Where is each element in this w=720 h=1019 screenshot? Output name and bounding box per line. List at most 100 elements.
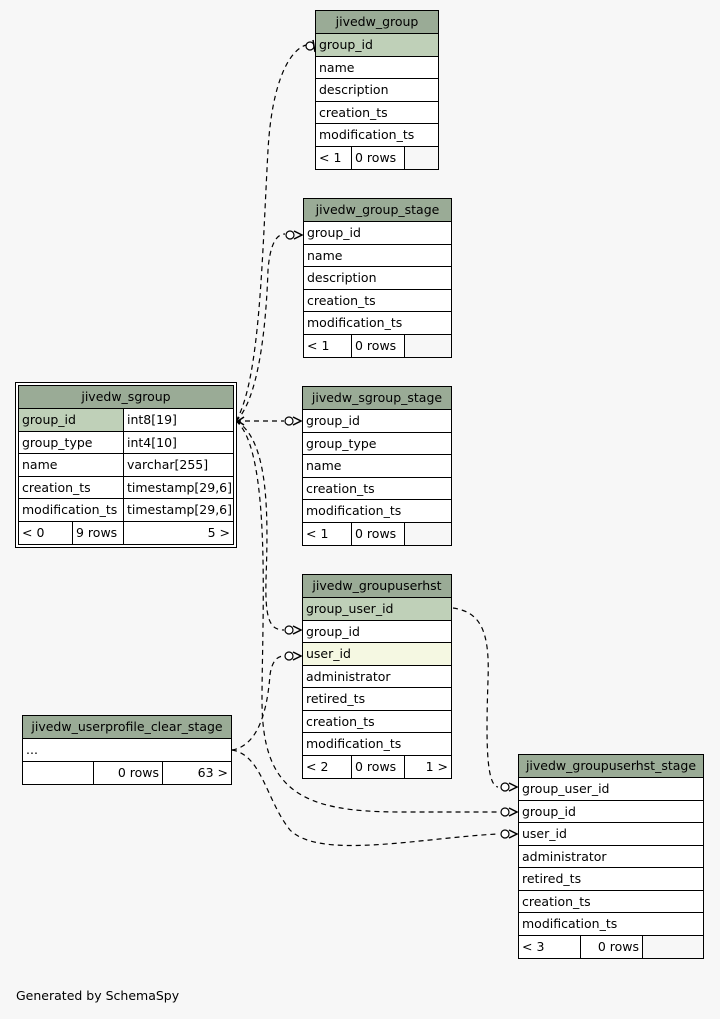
column-type: timestamp[29,6] <box>127 479 233 495</box>
crowfoot-marker <box>292 416 303 426</box>
edge-userprofile-groupuserhst <box>231 655 285 751</box>
column-row[interactable]: creation_ts <box>304 290 451 312</box>
child-count <box>405 334 451 357</box>
parent-count: < 3 <box>519 935 581 958</box>
parent-count: < 1 <box>304 334 352 357</box>
table-footer: < 1 0 rows <box>303 522 451 545</box>
crowfoot-marker <box>508 782 519 792</box>
column-row[interactable]: group_id <box>303 410 451 433</box>
column-row[interactable]: group_type int4[10] <box>19 431 233 454</box>
column-name: group_id <box>19 409 124 431</box>
table-jivedw-sgroup-stage[interactable]: jivedw_sgroup_stage group_id group_type … <box>302 386 452 546</box>
column-row[interactable]: group_id <box>303 621 451 643</box>
column-row[interactable]: creation_ts timestamp[29,6] <box>19 476 233 499</box>
column-row[interactable]: modification_ts <box>304 312 451 335</box>
column-row[interactable]: administrator <box>303 666 451 688</box>
parent-count: < 2 <box>303 755 352 778</box>
column-row[interactable]: group_user_id <box>303 598 451 621</box>
column-row[interactable]: retired_ts <box>519 868 703 891</box>
row-count: 0 rows <box>352 334 405 357</box>
column-row[interactable]: name <box>304 245 451 267</box>
edge-sgroup-group <box>235 44 307 422</box>
arrow-origin <box>236 416 245 426</box>
column-row[interactable]: modification_ts <box>316 124 438 147</box>
column-row[interactable]: creation_ts <box>519 891 703 913</box>
table-title[interactable]: jivedw_group_stage <box>304 199 451 222</box>
edge-sgroup-groupuserhst-stage <box>235 420 498 813</box>
column-row[interactable]: group_id int8[19] <box>19 409 233 432</box>
column-name: name <box>19 454 124 476</box>
column-row[interactable]: modification_ts <box>519 913 703 936</box>
column-type: int4[10] <box>127 434 177 450</box>
edge-sgroup-groupuserhst <box>235 420 285 631</box>
edge-end-circle <box>500 829 510 839</box>
row-count: 0 rows <box>94 761 163 784</box>
column-row[interactable]: group_id <box>304 222 451 245</box>
column-row[interactable]: description <box>316 79 438 102</box>
column-row[interactable]: creation_ts <box>316 102 438 124</box>
column-type: int8[19] <box>124 409 233 431</box>
edge-groupuserhst-groupuserhst-stage <box>452 607 499 788</box>
table-jivedw-userprofile-clear-stage[interactable]: jivedw_userprofile_clear_stage ... 0 row… <box>22 715 232 785</box>
column-row[interactable]: retired_ts <box>303 688 451 711</box>
row-count: 0 rows <box>352 146 405 169</box>
column-row[interactable]: description <box>304 267 451 290</box>
column-row[interactable]: user_id <box>303 643 451 666</box>
table-jivedw-group-stage[interactable]: jivedw_group_stage group_id name descrip… <box>303 198 452 358</box>
child-count: 1 > <box>425 758 448 774</box>
column-row[interactable]: name <box>303 455 451 478</box>
column-row[interactable]: modification_ts timestamp[29,6] <box>19 499 233 522</box>
child-count <box>405 146 438 169</box>
row-count: 0 rows <box>352 522 405 545</box>
column-row[interactable]: administrator <box>519 846 703 868</box>
column-name: creation_ts <box>19 476 124 498</box>
column-name: modification_ts <box>19 499 124 521</box>
column-row[interactable]: group_user_id <box>519 778 703 801</box>
edge-end-circle <box>285 230 295 240</box>
column-row[interactable]: modification_ts <box>303 733 451 756</box>
parent-count: < 0 <box>19 521 73 544</box>
child-count <box>643 935 703 958</box>
generated-by-note: Generated by SchemaSpy <box>16 988 180 1003</box>
column-row[interactable]: name varchar[255] <box>19 454 233 477</box>
table-jivedw-sgroup[interactable]: jivedw_sgroup group_id int8[19] group_ty… <box>15 382 237 548</box>
column-row[interactable]: creation_ts <box>303 478 451 500</box>
column-row[interactable]: user_id <box>519 823 703 846</box>
crowfoot-marker <box>293 230 304 240</box>
edge-userprofile-groupuserhst-stage <box>231 749 499 847</box>
row-count: 0 rows <box>581 935 643 958</box>
table-title[interactable]: jivedw_groupuserhst <box>303 575 451 598</box>
column-type: varchar[255] <box>127 457 209 472</box>
crowfoot-marker <box>508 807 519 817</box>
table-jivedw-group[interactable]: jivedw_group group_id name description c… <box>315 10 439 170</box>
table-title[interactable]: jivedw_userprofile_clear_stage <box>23 716 231 739</box>
crowfoot-marker <box>508 829 519 839</box>
table-footer: < 0 9 rows 5 > <box>19 521 233 544</box>
table-jivedw-groupuserhst[interactable]: jivedw_groupuserhst group_user_id group_… <box>302 574 452 779</box>
child-count <box>405 522 451 545</box>
table-title[interactable]: jivedw_group <box>316 11 438 34</box>
column-row[interactable]: group_id <box>519 801 703 823</box>
column-type: timestamp[29,6] <box>127 502 233 517</box>
column-row[interactable]: name <box>316 57 438 79</box>
table-title[interactable]: jivedw_groupuserhst_stage <box>519 755 703 778</box>
column-row[interactable]: group_id <box>316 34 438 57</box>
table-footer: < 3 0 rows <box>519 935 703 958</box>
row-count: 9 rows <box>73 521 124 544</box>
column-row[interactable]: ... <box>23 739 231 762</box>
child-count: 63 > <box>197 764 228 780</box>
parent-count <box>23 761 94 784</box>
column-name: group_type <box>19 431 124 453</box>
table-title[interactable]: jivedw_sgroup <box>19 386 233 409</box>
column-row[interactable]: group_type <box>303 433 451 455</box>
edge-end-circle <box>284 651 294 661</box>
row-count: 0 rows <box>352 755 405 778</box>
table-title[interactable]: jivedw_sgroup_stage <box>303 387 451 410</box>
table-jivedw-groupuserhst-stage[interactable]: jivedw_groupuserhst_stage group_user_id … <box>518 754 704 959</box>
table-footer: < 1 0 rows <box>304 334 451 357</box>
edge-end-circle <box>284 416 294 426</box>
column-row[interactable]: modification_ts <box>303 500 451 523</box>
column-row[interactable]: creation_ts <box>303 711 451 733</box>
table-footer: < 2 0 rows 1 > <box>303 755 451 778</box>
